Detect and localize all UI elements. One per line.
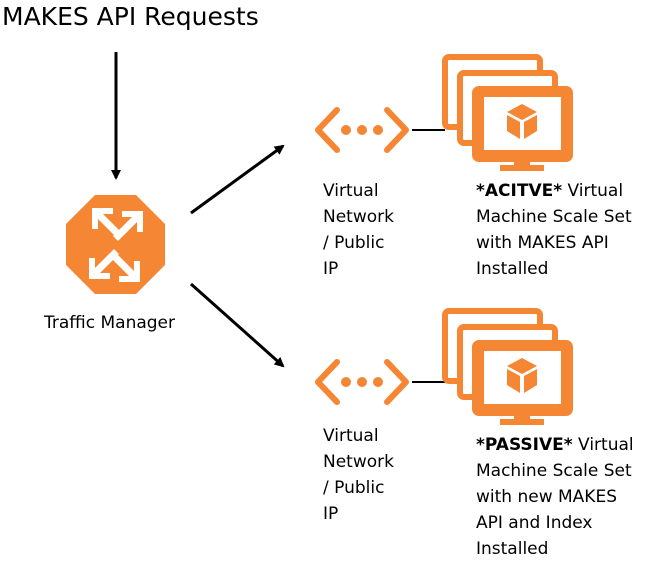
- vm-scale-set-icon: [442, 54, 573, 171]
- label-line: Virtual: [323, 181, 379, 201]
- virtual-network-label: Virtual Network / Public IP: [323, 423, 394, 527]
- label-line: Network: [323, 207, 394, 227]
- vmss-active-label: *ACITVE* Virtual Machine Scale Set with …: [476, 178, 632, 282]
- branch-arrow-passive: [190, 282, 285, 368]
- label-line: with MAKES API: [476, 233, 609, 253]
- vmss-status: *ACITVE*: [476, 181, 563, 201]
- label-text: Virtual: [562, 181, 624, 201]
- label-line: with new MAKES: [476, 487, 617, 507]
- diagram-title: MAKES API Requests: [2, 2, 259, 31]
- label-line: API and Index: [476, 513, 593, 533]
- virtual-network-icon: [315, 359, 409, 405]
- label-text: Virtual: [572, 435, 634, 455]
- label-line: Virtual: [323, 426, 379, 446]
- virtual-network-icon: [315, 107, 409, 153]
- label-line: Installed: [476, 539, 549, 559]
- vmss-passive-label: *PASSIVE* Virtual Machine Scale Set with…: [476, 432, 634, 562]
- label-line: Machine Scale Set: [476, 207, 632, 227]
- label-line: Installed: [476, 259, 549, 279]
- label-line: Machine Scale Set: [476, 461, 632, 481]
- vmss-status: *PASSIVE*: [476, 435, 573, 455]
- label-line: IP: [323, 259, 339, 279]
- vm-scale-set-icon: [442, 308, 573, 425]
- label-line: Network: [323, 452, 394, 472]
- label-line: / Public: [323, 478, 385, 498]
- branch-arrow-active: [190, 144, 285, 215]
- label-line: IP: [323, 504, 339, 524]
- traffic-manager-label: Traffic Manager: [44, 313, 175, 333]
- label-line: / Public: [323, 233, 385, 253]
- label-line: *PASSIVE* Virtual: [476, 432, 634, 458]
- virtual-network-label: Virtual Network / Public IP: [323, 178, 394, 282]
- traffic-manager-icon: [66, 195, 165, 294]
- label-line: *ACITVE* Virtual: [476, 178, 632, 204]
